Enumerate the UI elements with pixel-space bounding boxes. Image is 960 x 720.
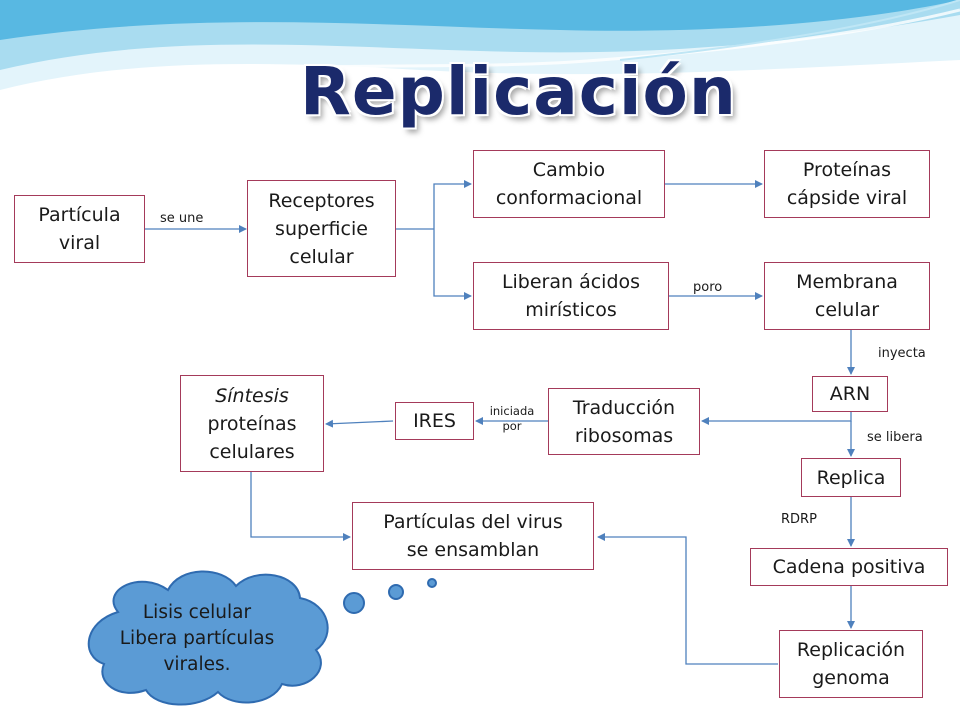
box-line: proteínas: [207, 412, 297, 435]
label-iniciada-por: iniciada por: [481, 404, 543, 434]
box-line: genoma: [812, 667, 890, 689]
box-sintesis-proteinas: Síntesis proteínas celulares: [180, 375, 324, 472]
label-poro: poro: [693, 280, 723, 295]
box-line: conformacional: [495, 187, 643, 209]
box-line: Liberan ácidos: [501, 271, 641, 293]
box-cadena-positiva: Cadena positiva: [750, 548, 948, 586]
box-replicacion-genoma: Replicación genoma: [779, 630, 923, 698]
box-line: Replicación: [796, 639, 906, 661]
box-line: Cambio: [532, 159, 606, 181]
label-se-libera: se libera: [867, 430, 923, 445]
box-line: Membrana: [796, 271, 898, 293]
box-line: cápside viral: [786, 187, 908, 209]
box-arn: ARN: [812, 376, 888, 412]
label-iniciada: iniciada: [489, 404, 535, 418]
label-se-une: se une: [160, 211, 204, 226]
page-title: Replicación: [300, 53, 737, 130]
box-replica: Replica: [801, 458, 901, 497]
box-line: Cadena positiva: [772, 556, 926, 578]
box-line: celulares: [209, 440, 295, 463]
box-line: se ensamblan: [406, 539, 540, 561]
box-line: celular: [289, 245, 354, 268]
cloud-line: Libera partículas: [119, 628, 275, 649]
box-cambio-conformacional: Cambio conformacional: [473, 150, 665, 218]
box-line: mirísticos: [525, 299, 617, 321]
box-line: Proteínas: [802, 159, 892, 181]
box-receptores: Receptores superficie celular: [247, 180, 396, 277]
cloud-text: Lisis celular Libera partículas virales.: [102, 600, 292, 678]
box-proteinas-capside: Proteínas cápside viral: [764, 150, 930, 218]
label-inyecta: inyecta: [878, 346, 926, 361]
box-traduccion-ribosomas: Traducción ribosomas: [548, 388, 700, 455]
box-ires: IRES: [395, 402, 474, 440]
box-liberan-acidos: Liberan ácidos mirísticos: [473, 262, 669, 330]
box-line: Traducción: [572, 396, 676, 419]
wave-stroke: [0, 8, 960, 102]
box-line: viral: [58, 232, 101, 254]
label-por: por: [502, 419, 522, 433]
box-line: celular: [814, 299, 880, 321]
wave-dark: [0, 0, 960, 40]
box-line: ribosomas: [574, 424, 674, 447]
box-particulas-virus: Partículas del virus se ensamblan: [352, 502, 594, 570]
box-line: Partícula: [38, 204, 121, 226]
box-line: Partículas del virus: [383, 511, 563, 533]
box-particula-viral: Partícula viral: [14, 195, 145, 263]
box-membrana-celular: Membrana celular: [764, 262, 930, 330]
box-line: ARN: [829, 383, 871, 405]
box-line: superficie: [275, 217, 368, 240]
label-rdrp: RDRP: [781, 512, 817, 527]
cloud-line: Lisis celular: [142, 602, 252, 623]
box-line: IRES: [413, 410, 456, 432]
cloud-line: virales.: [163, 654, 231, 675]
box-line: Receptores: [268, 189, 375, 212]
wave-stroke-2: [619, 0, 960, 61]
box-line: Replica: [816, 466, 886, 489]
box-line: Síntesis: [215, 384, 289, 407]
